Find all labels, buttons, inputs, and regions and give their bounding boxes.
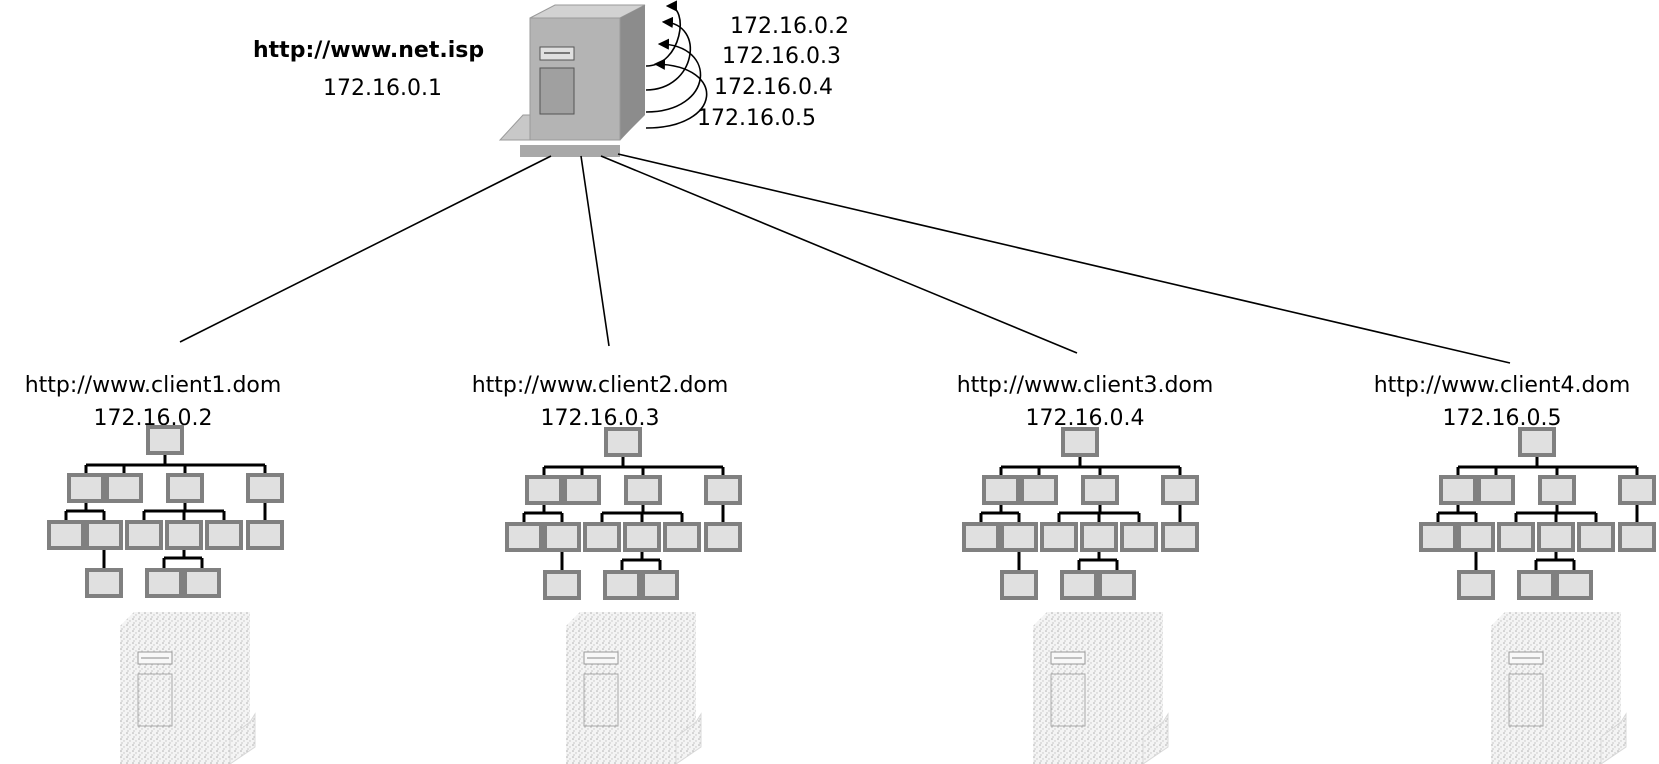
client-hostname: http://www.client3.dom: [957, 373, 1214, 398]
isp-ip: 172.16.0.1: [323, 76, 442, 101]
client-server-icon: [566, 612, 702, 764]
connection-line-client3: [600, 155, 1078, 354]
virtual-ip-label-4: 172.16.0.5: [697, 106, 816, 131]
connection-line-client2: [580, 155, 610, 347]
client-ip: 172.16.0.3: [541, 406, 660, 431]
client-group-2: http://www.client2.dom 172.16.0.3: [472, 373, 742, 764]
client-hostname: http://www.client2.dom: [472, 373, 729, 398]
virtual-ip-label-1: 172.16.0.2: [730, 14, 849, 39]
site-tree-icon: [505, 427, 742, 600]
isp-server-icon: [498, 4, 646, 157]
client-group-4: http://www.client4.dom 172.16.0.5: [1374, 373, 1656, 764]
client-hostname: http://www.client1.dom: [25, 373, 282, 398]
connection-line-client4: [617, 153, 1511, 364]
site-tree-icon: [1419, 427, 1656, 600]
virtual-ip-label-3: 172.16.0.4: [714, 75, 833, 100]
virtual-ip-arrow-2: [645, 16, 691, 91]
client-hostname: http://www.client4.dom: [1374, 373, 1631, 398]
client-group-3: http://www.client3.dom 172.16.0.4: [957, 373, 1214, 764]
client-server-icon: [120, 612, 256, 764]
isp-hostname: http://www.net.isp: [253, 38, 484, 63]
client-group-1: http://www.client1.dom 172.16.0.2: [25, 373, 284, 764]
virtual-ip-label-2: 172.16.0.3: [722, 44, 841, 69]
virtual-ip-arrow-1: [645, 0, 681, 67]
client-server-icon: [1033, 612, 1169, 764]
virtual-ip-arrow-4: [645, 58, 708, 129]
site-tree-icon: [962, 427, 1199, 600]
connection-line-client1: [179, 155, 552, 343]
client-ip: 172.16.0.4: [1026, 406, 1145, 431]
virtual-ip-arrow-3: [645, 38, 702, 113]
site-tree-icon: [47, 425, 284, 598]
client-server-icon: [1491, 612, 1627, 764]
client-ip: 172.16.0.5: [1443, 406, 1562, 431]
